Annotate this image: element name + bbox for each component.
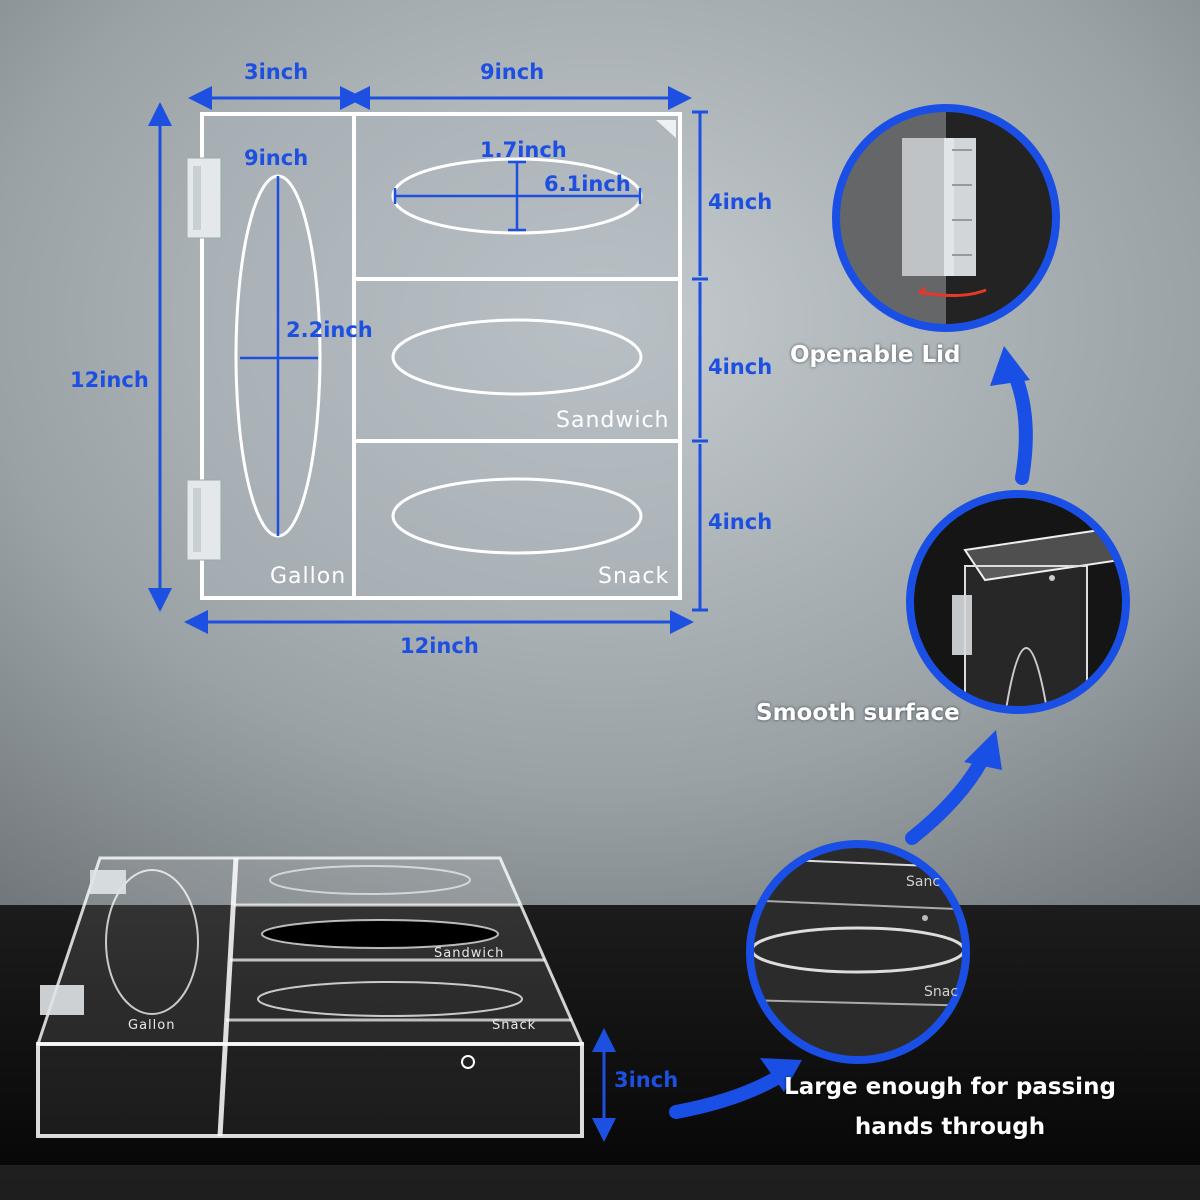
dim-row2-height: 4inch — [708, 355, 773, 379]
passing-zoom-circle — [746, 840, 970, 1064]
photo-label-gallon: Gallon — [128, 1018, 176, 1033]
dim-top-slot-length: 6.1inch — [544, 172, 631, 196]
dim-gallon-slot-length: 9inch — [244, 146, 309, 170]
zoom-label-sandwich: Sanc — [906, 874, 941, 890]
dim-right-width: 9inch — [480, 60, 545, 84]
compartment-label-snack: Snack — [598, 564, 670, 589]
dim-top-slot-height: 1.7inch — [480, 138, 567, 162]
dim-gallon-slot-width: 2.2inch — [286, 318, 373, 342]
dim-left-width: 3inch — [244, 60, 309, 84]
compartment-label-gallon: Gallon — [270, 564, 347, 589]
dim-depth: 3inch — [614, 1068, 679, 1092]
photo-label-snack: Snack — [492, 1018, 537, 1033]
feature-smooth-surface: Smooth surface — [756, 700, 960, 726]
photo-label-sandwich: Sandwich — [434, 946, 505, 961]
feature-passing-line2: hands through — [854, 1114, 1046, 1140]
compartment-label-sandwich: Sandwich — [556, 408, 670, 433]
feature-passing-line1: Large enough for passing — [784, 1074, 1116, 1100]
flow-arrows — [669, 346, 1033, 1119]
surface-zoom-circle — [906, 490, 1130, 714]
dimension-lines — [148, 86, 708, 1142]
dim-total-width: 12inch — [400, 634, 479, 658]
dim-row1-height: 4inch — [708, 190, 773, 214]
feature-openable-lid: Openable Lid — [790, 342, 961, 368]
zoom-label-snack: Snac — [924, 984, 959, 1000]
lid-zoom-circle — [832, 104, 1060, 332]
dim-total-height: 12inch — [70, 368, 149, 392]
product-photo — [35, 856, 585, 1138]
top-view-diagram — [186, 112, 682, 600]
dim-row3-height: 4inch — [708, 510, 773, 534]
